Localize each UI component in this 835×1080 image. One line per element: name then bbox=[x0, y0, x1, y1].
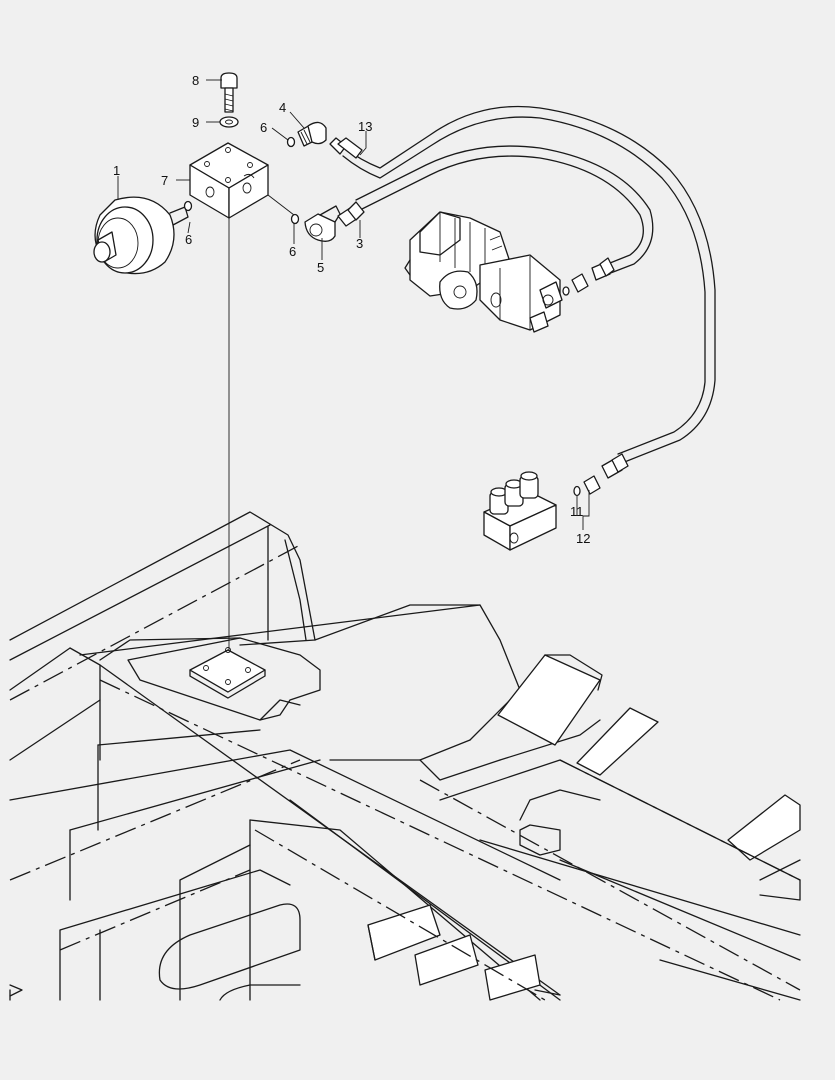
hydraulic-pump bbox=[404, 211, 563, 333]
elbow-fitting bbox=[297, 121, 327, 147]
o-ring bbox=[290, 213, 300, 225]
solenoid-valve-block bbox=[483, 471, 557, 551]
hose-end-fitting bbox=[601, 453, 629, 479]
elbow-fitting bbox=[304, 205, 341, 242]
callout-6-upper: 6 bbox=[260, 120, 267, 135]
callout-labels: 8 9 4 6 13 7 1 6 6 5 3 11 12 bbox=[113, 73, 590, 546]
callout-9: 9 bbox=[192, 115, 199, 130]
callout-13: 13 bbox=[358, 119, 372, 134]
hose-end-fitting bbox=[591, 257, 615, 281]
bolt bbox=[220, 72, 238, 113]
callout-8: 8 bbox=[192, 73, 199, 88]
leader-lines bbox=[117, 79, 590, 530]
adapter-fitting bbox=[562, 273, 589, 296]
callout-3: 3 bbox=[356, 236, 363, 251]
o-ring bbox=[183, 200, 193, 212]
adapter-fitting bbox=[573, 475, 601, 497]
accumulator bbox=[93, 196, 189, 275]
hose-assemblies bbox=[342, 105, 716, 464]
callout-6-lower: 6 bbox=[289, 244, 296, 259]
mounting-plate bbox=[189, 647, 266, 699]
hose-end-fitting bbox=[329, 137, 363, 159]
callout-5: 5 bbox=[317, 260, 324, 275]
callout-1: 1 bbox=[113, 163, 120, 178]
center-lines bbox=[9, 544, 801, 1001]
callout-11: 11 bbox=[570, 504, 584, 519]
chassis-frame bbox=[9, 511, 801, 1001]
washer bbox=[219, 116, 239, 128]
callout-4: 4 bbox=[279, 100, 286, 115]
callout-6-left: 6 bbox=[185, 232, 192, 247]
o-ring bbox=[286, 136, 296, 148]
callout-12: 12 bbox=[576, 531, 590, 546]
valve-block bbox=[189, 142, 269, 219]
hose-end-fitting bbox=[337, 201, 365, 227]
callout-7: 7 bbox=[161, 173, 168, 188]
